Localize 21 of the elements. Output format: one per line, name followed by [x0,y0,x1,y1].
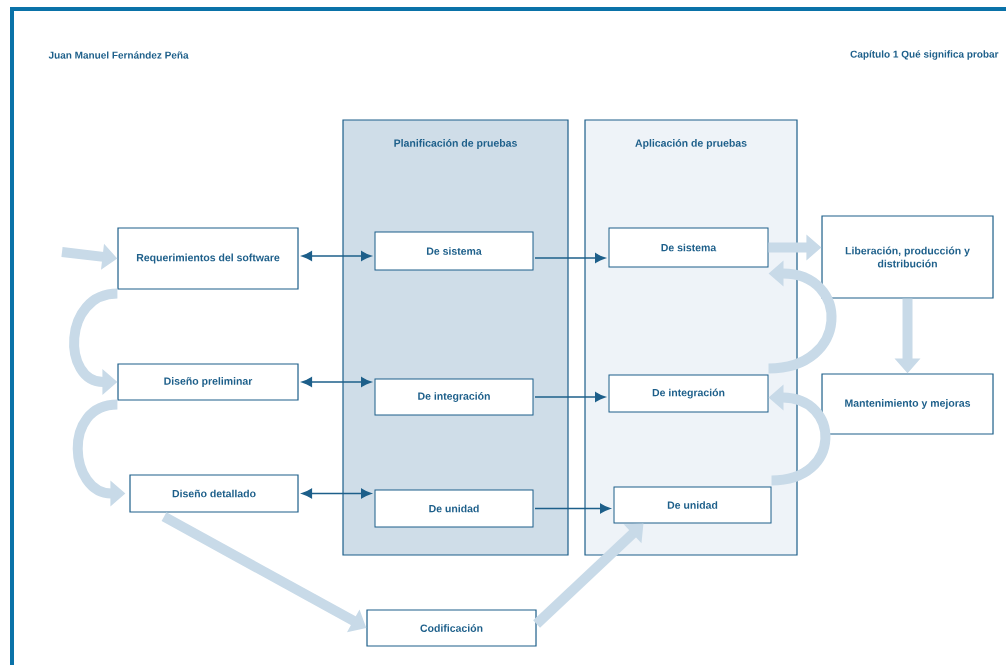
process-box: Mantenimiento y mejoras [821,373,994,435]
process-box: Diseño preliminar [117,363,299,401]
process-box: De sistema [608,227,769,268]
arrow [301,488,372,499]
process-box: Requerimientos del software [117,227,299,290]
arrow [534,253,606,263]
process-box: Diseño detallado [129,474,299,513]
header-text: Capítulo 1 Qué significa probar [850,50,999,60]
process-box: De unidad [613,486,772,524]
arrow [534,392,606,402]
header-text: Juan Manuel Fernández Peña [48,51,189,59]
process-box: Codificación [366,609,537,647]
arrow [301,251,372,261]
process-box: De sistema [374,231,534,271]
arrow [301,377,372,387]
process-box: Liberación, producción y distribución [821,215,994,299]
process-box: De unidad [374,489,534,528]
process-box: De integración [374,378,534,416]
arrow [534,503,611,514]
process-box: De integración [608,374,769,413]
block-arrow [533,523,644,628]
